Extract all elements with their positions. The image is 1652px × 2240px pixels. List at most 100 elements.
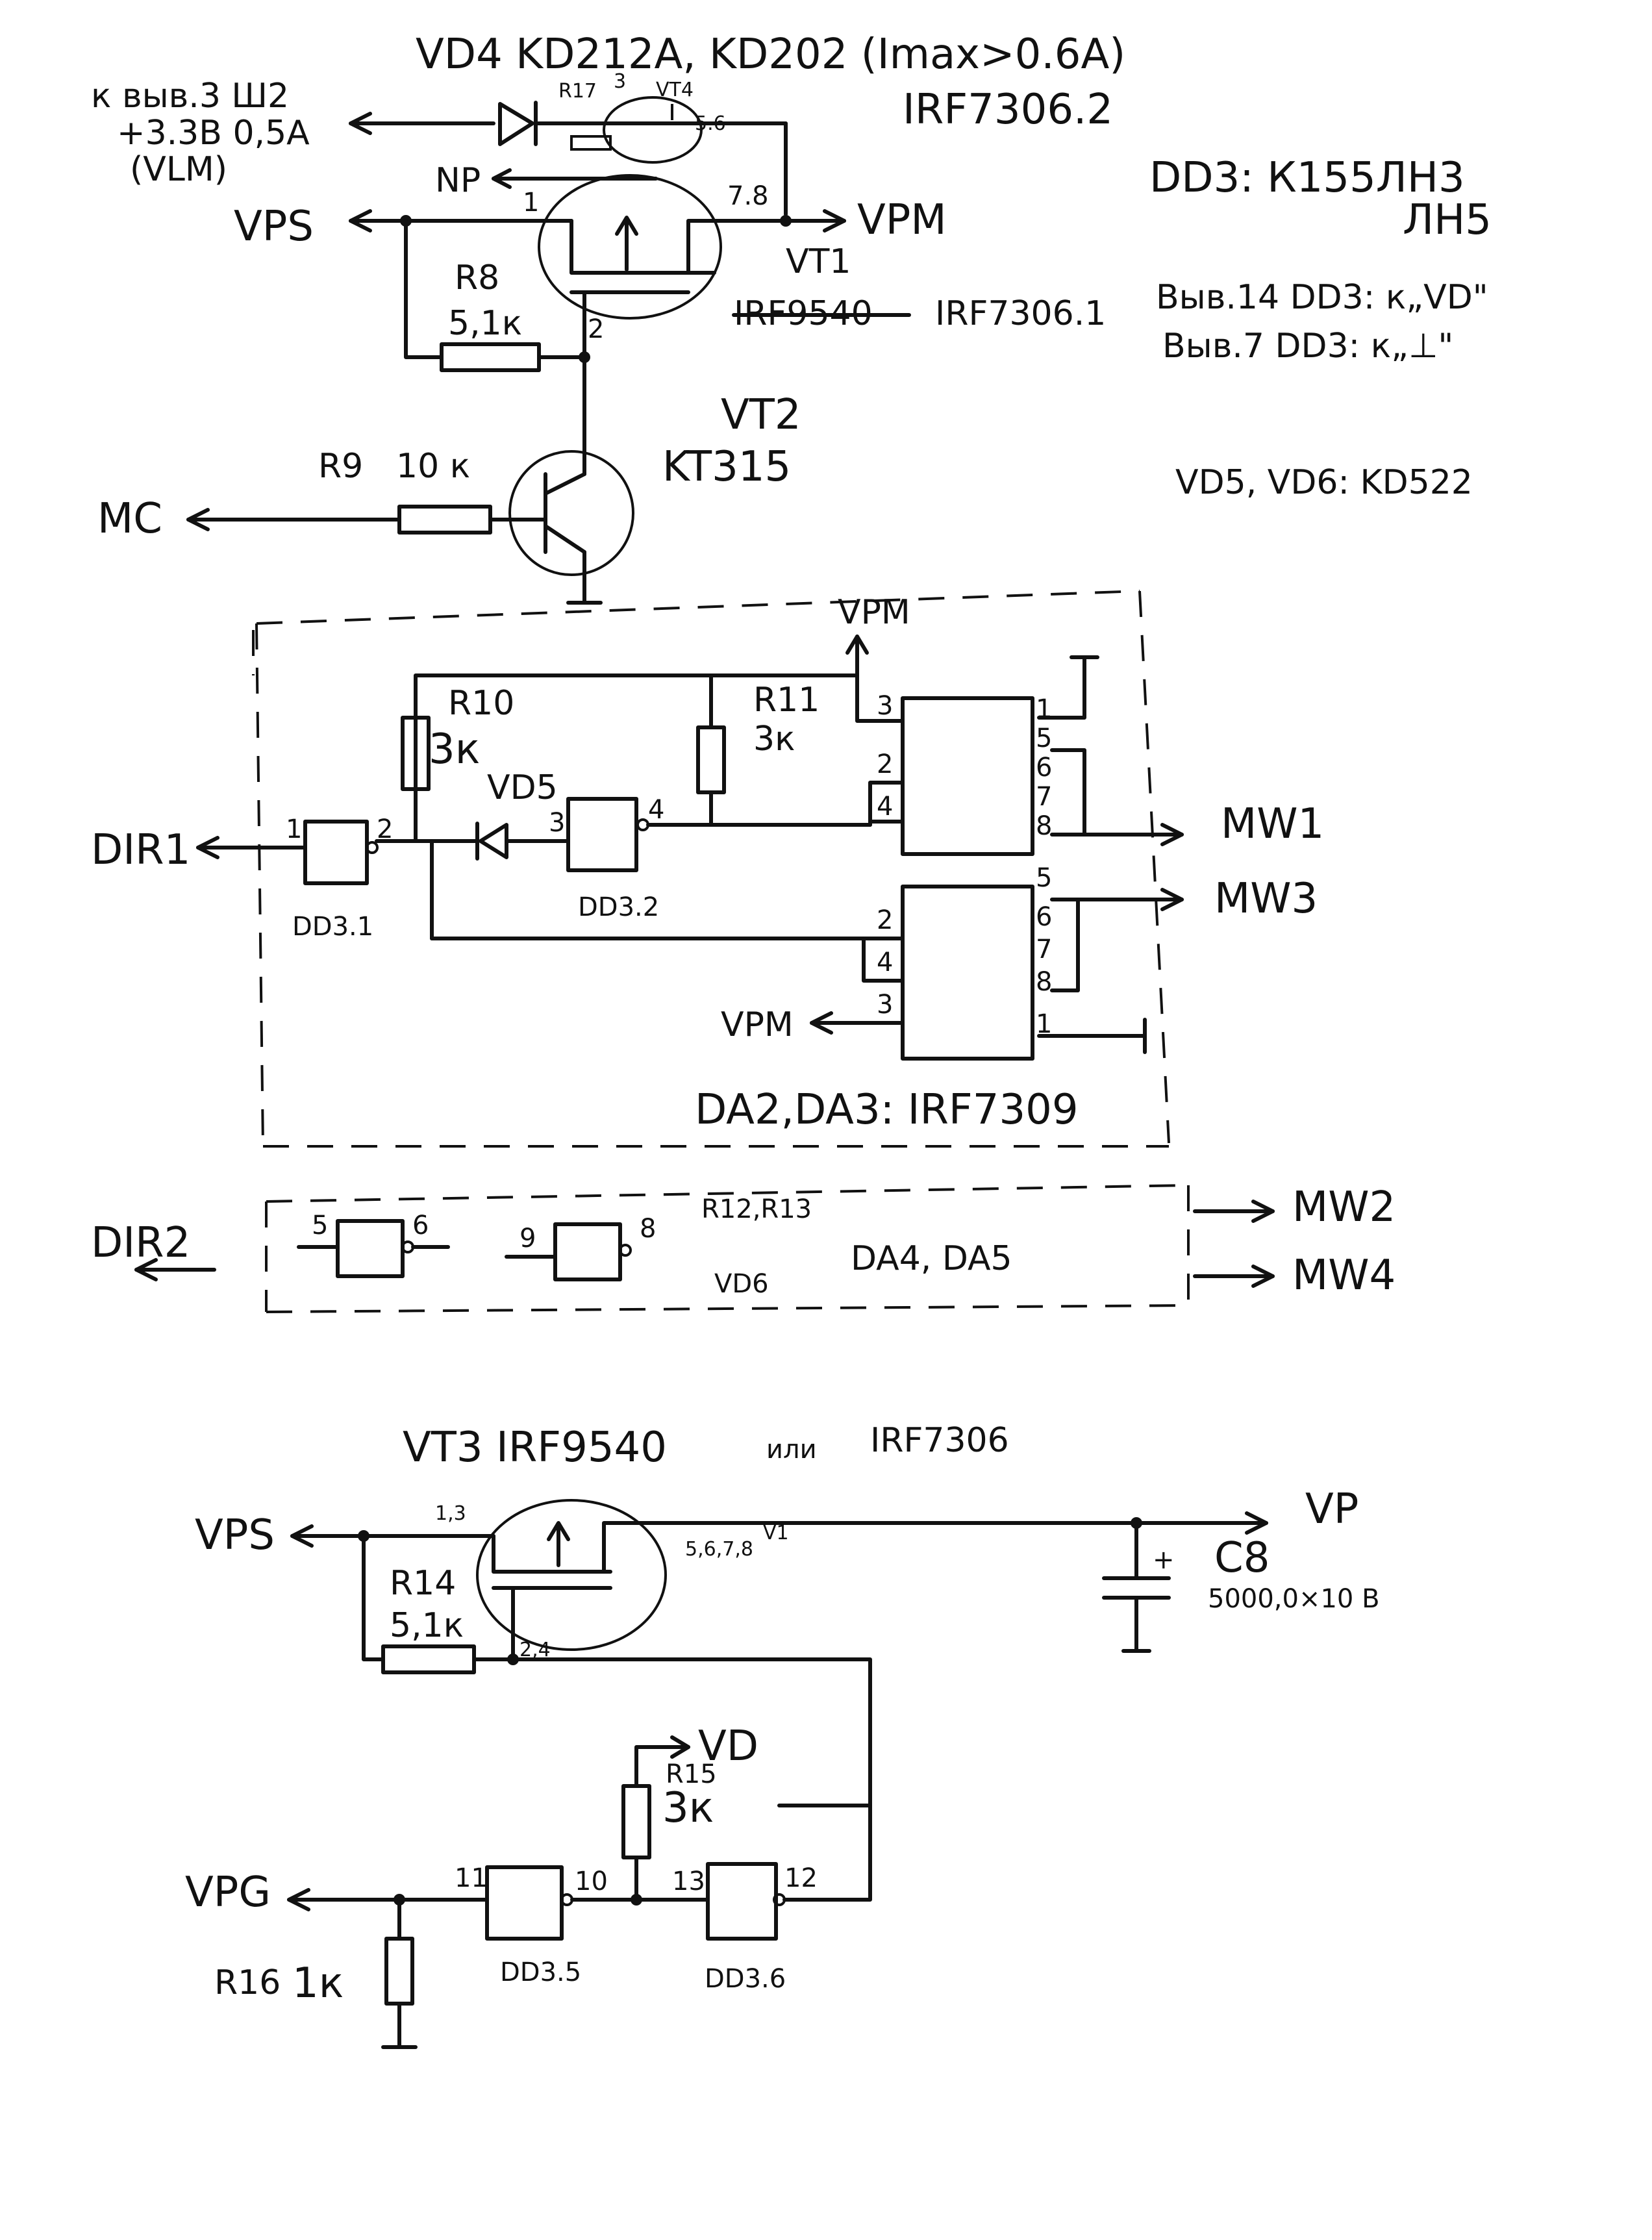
da3-pin2: 2	[877, 905, 893, 935]
channel-1-bridge: VPM 3 R10 3к R11 3к VD5 DIR1 1 2 DD3.1 3	[91, 590, 1324, 1148]
vd4-title: VD4 KD212A, KD202 (Imax>0.6A)	[416, 31, 1125, 79]
dir2-label: DIR2	[91, 1219, 190, 1267]
np-arrow	[492, 168, 512, 189]
vt1-pin1: 1	[523, 188, 539, 218]
vt3-pin13: 1,3	[435, 1502, 466, 1525]
c8-label: C8	[1214, 1534, 1270, 1582]
da3-pin5: 5	[1036, 863, 1052, 893]
mw2-label: MW2	[1292, 1183, 1395, 1231]
vt1-pin78: 7.8	[727, 181, 769, 211]
notes: DD3: К155ЛН3 ЛН5 Выв.14 DD3: к„VD" Выв.7…	[1149, 154, 1492, 502]
vd5-diode	[479, 823, 508, 859]
da3-chip	[901, 885, 1034, 1061]
vt3-alt: IRF7306	[870, 1421, 1009, 1460]
g1-gate	[336, 1219, 405, 1278]
vpm-top-arrow	[845, 635, 869, 655]
r14-label: R14	[390, 1564, 456, 1603]
g2-pin-in: 9	[519, 1224, 536, 1253]
r8-left-wire	[404, 219, 444, 359]
g2-gate	[553, 1222, 622, 1281]
g2-pin-out: 8	[640, 1214, 656, 1244]
supply-arrow	[349, 112, 372, 135]
dd32-label: DD3.2	[578, 892, 659, 922]
r15-resistor	[621, 1784, 651, 1859]
mw2-arrow	[1251, 1200, 1275, 1223]
vt2-emitter	[544, 524, 586, 554]
r16-label: R16	[214, 1963, 281, 2002]
r10-resistor	[401, 716, 431, 791]
vt1-drain	[686, 219, 788, 275]
dd31-bubble	[366, 841, 379, 854]
vpm-label-top: VPM	[857, 196, 947, 244]
da3-pin7: 7	[1036, 935, 1052, 964]
g2-bubble	[619, 1244, 632, 1257]
vt3-suffix: V1	[763, 1522, 789, 1544]
dd35-pin-out: 10	[575, 1867, 608, 1896]
r17-pins: 3	[614, 70, 626, 93]
vt2-collector	[544, 472, 586, 496]
r14-resistor	[381, 1644, 476, 1674]
dashed-frame-right	[1138, 590, 1170, 1144]
vt1-pin2: 2	[588, 314, 604, 344]
r8-resistor	[440, 342, 541, 372]
vt3-transistor	[476, 1499, 667, 1651]
r8-label: R8	[455, 258, 499, 297]
dd32-pin4-wire	[868, 820, 905, 827]
dd36-feedback-wire	[511, 1657, 872, 1807]
r9-resistor	[397, 505, 492, 535]
vd-wire	[634, 1745, 690, 1788]
vd4-diode	[498, 102, 534, 146]
mc-arrow	[186, 508, 210, 531]
pin7-note: Выв.7 DD3: к„⊥"	[1162, 327, 1453, 366]
vps-label-top: VPS	[234, 203, 314, 251]
r10-label: R10	[448, 684, 514, 723]
r15-label: R15	[666, 1759, 717, 1789]
da3-out-bus	[1050, 898, 1080, 992]
da3-pin6: 6	[1036, 902, 1052, 932]
da2-pin2: 2	[877, 749, 893, 779]
dd35-label: DD3.5	[500, 1957, 581, 1987]
dd36-pin-in: 13	[672, 1867, 705, 1896]
vd5-label: VD5	[487, 768, 558, 807]
da3-pin3: 3	[877, 990, 893, 1020]
pin14-note: Выв.14 DD3: к„VD"	[1156, 278, 1488, 317]
r17-label: R17	[558, 80, 597, 103]
vt3-pin5678: 5,6,7,8	[685, 1538, 753, 1561]
dashed-frame-left	[255, 623, 264, 1147]
dd32-out-wire	[646, 781, 905, 827]
dd3-line1: DD3: К155ЛН3	[1149, 154, 1465, 202]
diode-label: VD6	[714, 1269, 769, 1299]
da2-pin6: 6	[1036, 753, 1052, 783]
g1-pin-in: 5	[312, 1211, 328, 1240]
vpm-bus	[414, 673, 905, 840]
vt2-label: VT2	[721, 391, 801, 439]
vt4-type: IRF7306.2	[903, 86, 1113, 134]
da3-pin8: 8	[1036, 967, 1052, 997]
mw4-arrow	[1251, 1265, 1275, 1288]
r9-label: R9	[318, 447, 363, 486]
ch2-frame-top	[266, 1184, 1189, 1203]
vt2-type: KT315	[662, 443, 791, 491]
supply-label: +3.3В 0,5А	[117, 114, 310, 153]
dd32-pin-in: 3	[549, 808, 565, 838]
dashed-frame-top-edge	[256, 590, 1140, 625]
dd36-pin-out: 12	[784, 1863, 818, 1893]
dir1-label: DIR1	[91, 826, 190, 874]
vps-arrow-top	[349, 209, 372, 233]
vt3-title: VT3 IRF9540	[403, 1424, 667, 1472]
mc-label: MC	[97, 495, 162, 543]
da2-chip	[901, 696, 1034, 856]
top-power-switch: VD4 KD212A, KD202 (Imax>0.6A) IRF7306.2 …	[91, 31, 1125, 605]
r14-value: 5,1к	[390, 1606, 464, 1645]
g1-pin-out: 6	[412, 1211, 429, 1240]
da2-pin5: 5	[1036, 724, 1052, 753]
dir2-arrow	[134, 1258, 158, 1281]
vpm-arrow	[823, 209, 846, 233]
da2-out-bus	[1050, 748, 1086, 837]
dd31-label: DD3.1	[292, 912, 373, 942]
vps-arrow-bottom	[290, 1524, 314, 1548]
vpg-label: VPG	[185, 1869, 271, 1917]
dd32-gate	[566, 797, 638, 872]
r15-value: 3к	[662, 1784, 714, 1832]
